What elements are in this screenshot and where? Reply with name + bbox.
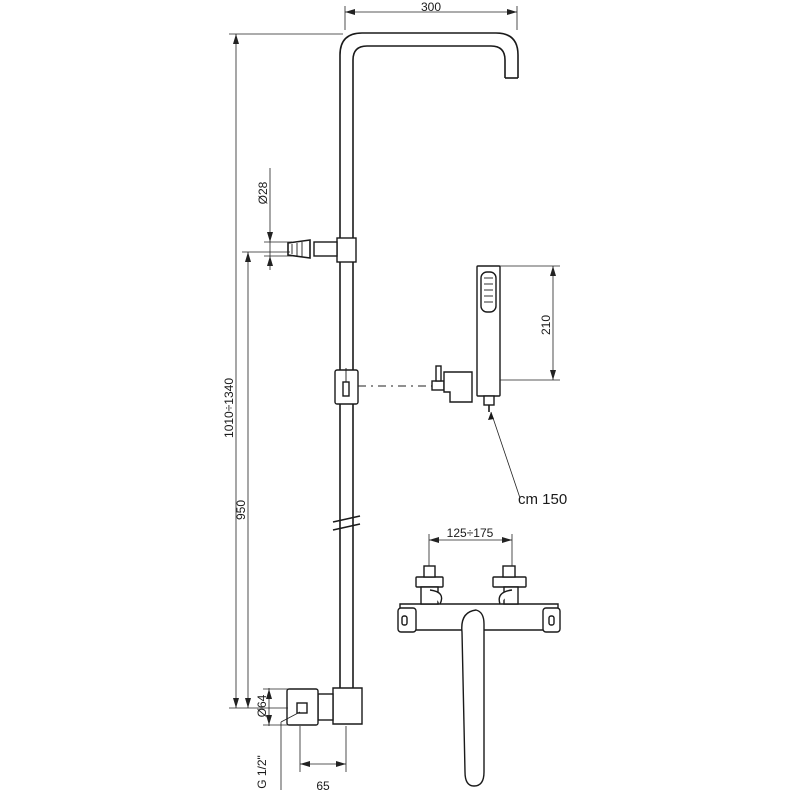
label-wall-offset: 65 (316, 779, 330, 793)
label-arm-reach: 300 (421, 0, 441, 14)
label-outlet-height: 950 (234, 500, 248, 520)
dim-thread (280, 711, 301, 790)
dim-pipe-diameter (264, 168, 292, 270)
dim-arm-reach (344, 6, 518, 30)
thermostatic-mixer (397, 565, 561, 787)
dim-handshower-length (500, 265, 560, 381)
lower-elbow (286, 687, 363, 726)
label-thread: G 1/2" (255, 755, 269, 789)
dim-mixer-centers (428, 534, 513, 566)
shower-column (332, 32, 519, 690)
label-mixer-centers: 125÷175 (447, 526, 494, 540)
dim-flange-diameter (263, 688, 290, 726)
hand-shower-slider (334, 368, 359, 405)
dim-column-height (229, 33, 343, 709)
label-hose-length: cm 150 (518, 491, 567, 508)
label-column-height: 1010÷1340 (222, 378, 236, 438)
label-handshower-length: 210 (539, 315, 553, 335)
label-pipe-diameter: Ø28 (256, 181, 270, 204)
dim-wall-offset (299, 726, 347, 772)
upper-wall-bracket (287, 237, 357, 263)
hand-shower (358, 265, 521, 499)
dim-outlet-height (242, 251, 290, 708)
label-flange-diameter: Ø64 (255, 694, 269, 717)
